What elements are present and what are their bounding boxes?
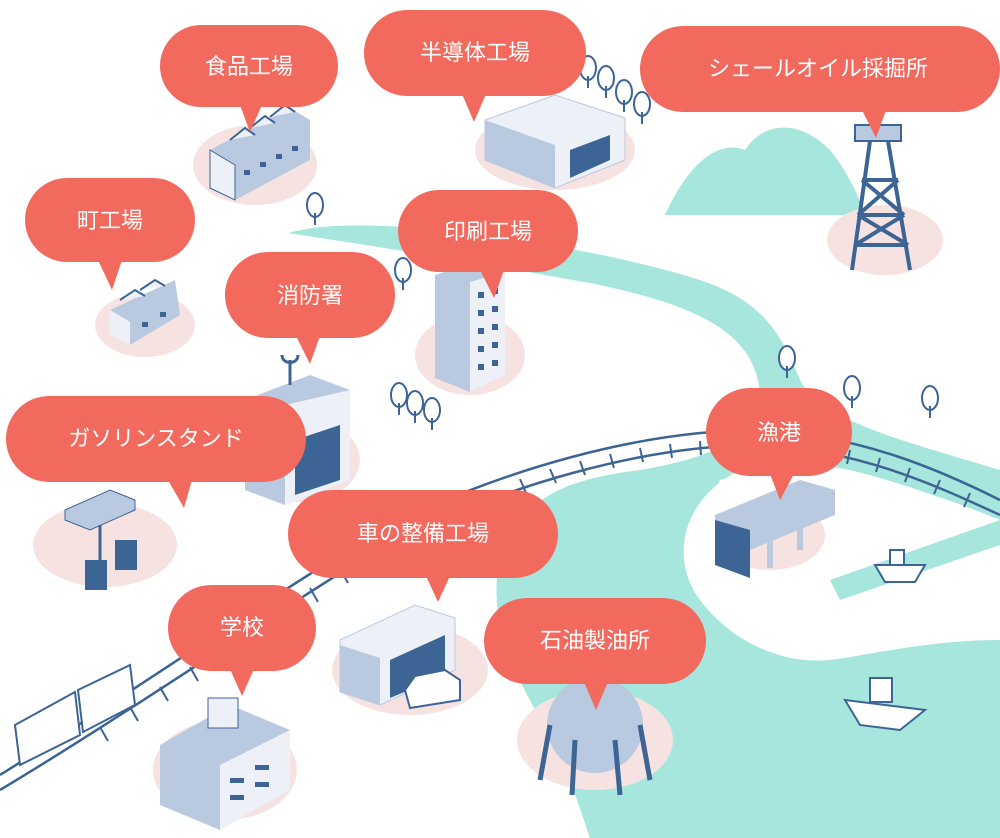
bubble-shale-oil-site[interactable]: シェールオイル採掘所 [640, 26, 1000, 138]
town-factory-building [110, 278, 180, 345]
label-semiconductor-factory: 半導体工場 [420, 41, 530, 66]
bubble-car-repair-shop[interactable]: 車の整備工場 [288, 490, 558, 602]
label-shale-oil-site: シェールオイル採掘所 [708, 57, 928, 82]
trees [306, 55, 939, 430]
oil-refinery-tank [537, 677, 653, 796]
bubble-gas-station[interactable]: ガソリンスタンド [6, 396, 306, 508]
semiconductor-factory-building [484, 94, 626, 189]
boats [843, 549, 928, 732]
mountains [665, 127, 865, 215]
label-car-repair-shop: 車の整備工場 [357, 522, 489, 547]
printing-factory-building [435, 262, 505, 392]
label-food-factory: 食品工場 [205, 55, 293, 80]
bubble-fire-station[interactable]: 消防署 [225, 252, 395, 364]
bubble-town-factory[interactable]: 町工場 [25, 178, 195, 290]
school-building [160, 697, 290, 830]
label-gas-station: ガソリンスタンド [68, 427, 244, 452]
bubble-school[interactable]: 学校 [168, 585, 316, 696]
label-printing-factory: 印刷工場 [444, 220, 532, 245]
bubble-oil-refinery[interactable]: 石油製油所 [484, 598, 706, 710]
label-school: 学校 [220, 616, 264, 641]
label-oil-refinery: 石油製油所 [540, 629, 650, 654]
bubble-semiconductor-factory[interactable]: 半導体工場 [364, 10, 586, 122]
food-factory-building [209, 103, 310, 201]
bubble-printing-factory[interactable]: 印刷工場 [398, 190, 578, 298]
train [13, 663, 137, 767]
label-fishing-port: 漁港 [757, 421, 801, 446]
bubble-fishing-port[interactable]: 漁港 [706, 388, 852, 500]
bubble-food-factory[interactable]: 食品工場 [160, 25, 338, 132]
fishing-port-structure [715, 480, 835, 578]
label-town-factory: 町工場 [77, 209, 143, 234]
label-fire-station: 消防署 [277, 284, 343, 309]
car-repair-shop-building [339, 604, 461, 710]
gas-station-structure [64, 489, 137, 590]
